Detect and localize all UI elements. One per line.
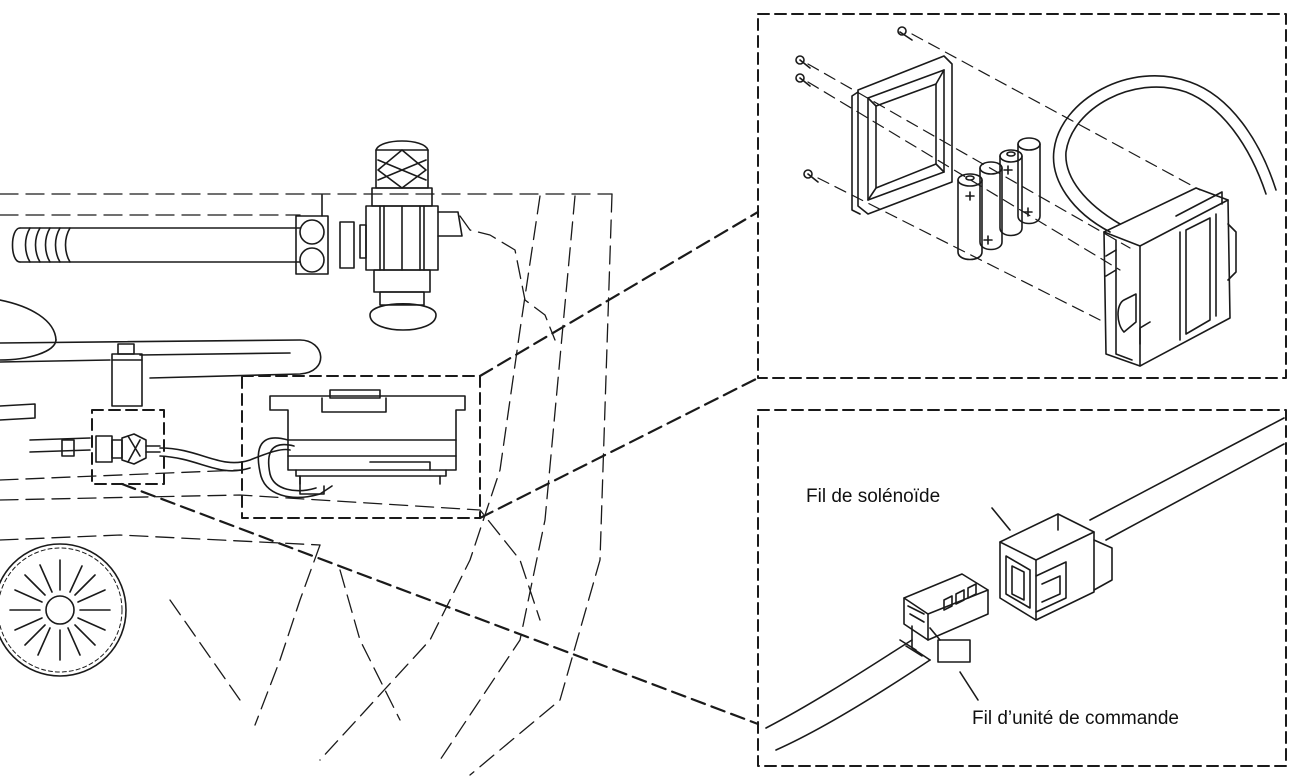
control-unit-wire-label: Fil d’unité de commande <box>972 708 1179 729</box>
battery-cells <box>957 137 1041 261</box>
solenoid-wire-label: Fil de solénoïde <box>806 486 941 507</box>
battery-detail-panel <box>757 13 1287 379</box>
control-wire-pointer <box>959 671 979 701</box>
battery-leader-line-top <box>478 210 760 378</box>
connector-detail-panel <box>757 409 1287 767</box>
connector-exploded-detail <box>765 417 1285 751</box>
fan-grille <box>0 543 127 677</box>
battery-leader-line-bottom <box>478 376 760 520</box>
screw-icon <box>795 26 913 183</box>
connector-callout-box <box>91 409 165 485</box>
battery-compartment-callout-box <box>241 375 481 519</box>
connector-leader-line <box>120 482 760 726</box>
solenoid-wire-pointer <box>991 507 1011 531</box>
battery-exploded-detail <box>795 26 1277 367</box>
